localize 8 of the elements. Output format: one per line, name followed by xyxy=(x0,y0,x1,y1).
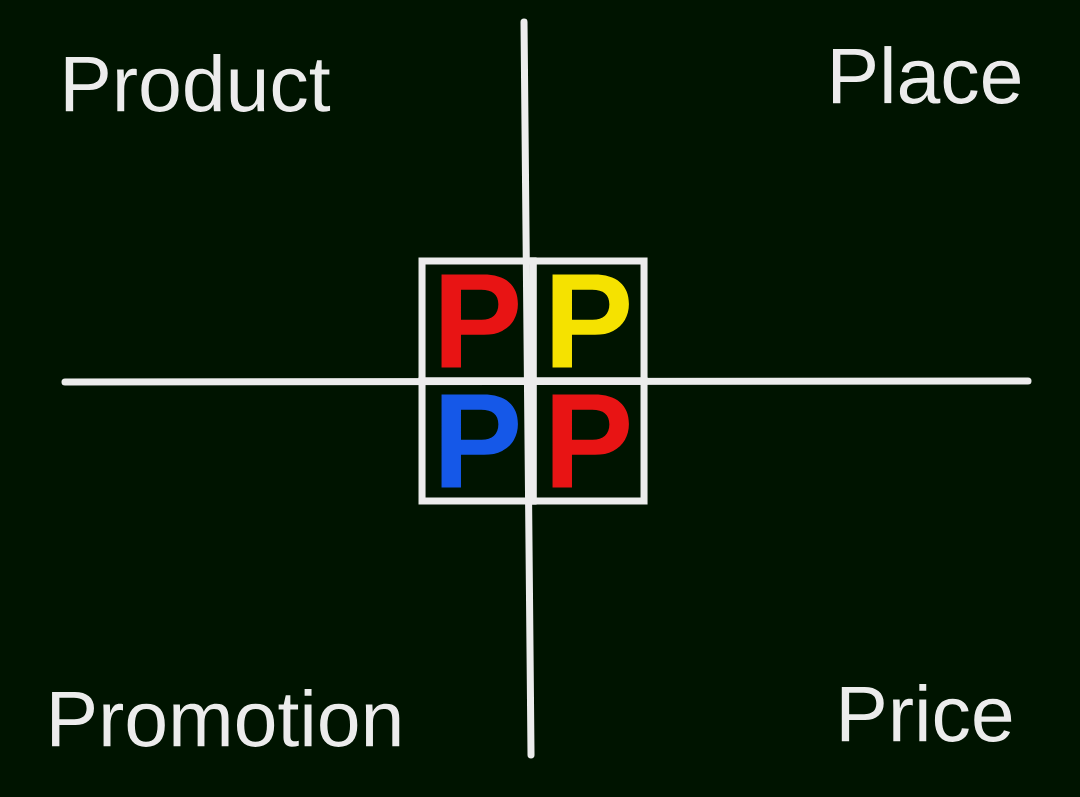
chalk-label: Place xyxy=(833,46,1020,104)
chalk-label: Price xyxy=(841,684,1012,742)
letter-cell: P xyxy=(529,377,648,505)
chalk-label: Product xyxy=(65,54,331,112)
chalk-label: Promotion xyxy=(52,689,400,747)
letter-cell: P xyxy=(418,257,537,385)
letter-cell: P xyxy=(418,377,537,505)
letter-cell: P xyxy=(529,257,648,385)
